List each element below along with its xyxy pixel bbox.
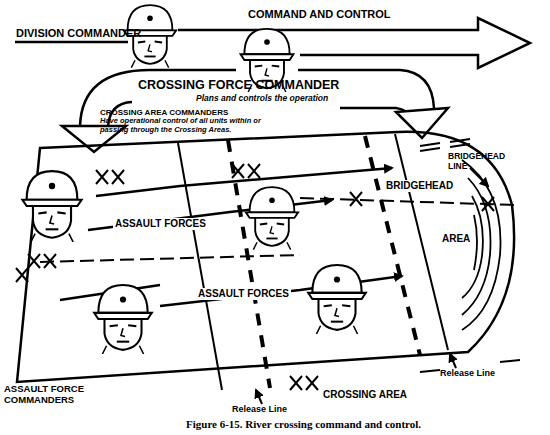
commander-figure [22, 171, 81, 242]
text-label: ASSAULT FORCE COMMANDERS [4, 384, 104, 406]
bridgehead-tracks [462, 160, 501, 330]
commander-figure [22, 5, 365, 354]
commander-figure [94, 285, 152, 354]
boundary-line [290, 376, 318, 390]
boundary-line [16, 164, 515, 390]
boundary-line [232, 164, 260, 178]
text-label: CROSSING FORCE COMMANDER [138, 78, 339, 92]
river-bank [228, 140, 270, 388]
bridgehead-tracks [474, 215, 477, 270]
figure-caption: Figure 6-15. River crossing command and … [186, 418, 421, 431]
text-label: ASSAULT FORCES [196, 288, 291, 300]
boundary-line [40, 255, 300, 262]
crossing-force-arrow [62, 70, 448, 152]
text-label: Plans and controls the operation [196, 94, 328, 104]
boundary-line [482, 197, 494, 211]
commander-figure [308, 265, 366, 334]
text-label: BRIDGEHEAD LINE [448, 152, 510, 172]
text-label: ASSAULT FORCES [113, 218, 208, 230]
bridgehead-line [420, 144, 470, 151]
release-line [178, 143, 222, 390]
division-arrow [15, 41, 128, 44]
bridgehead-tracks [462, 160, 501, 330]
boundary-line [16, 268, 28, 282]
text-label: DIVISION COMMANDER [16, 27, 141, 40]
release-line [450, 354, 456, 368]
text-label: CROSSING AREA COMMANDERS [100, 108, 228, 117]
crossing-area-outline [17, 132, 514, 382]
text-label: CROSSING AREA [323, 389, 407, 401]
commander-figure [246, 187, 298, 250]
bridgehead-line [470, 168, 488, 186]
text-label: Have operational control of all units wi… [100, 117, 278, 134]
bridgehead-line [420, 139, 520, 372]
text-label: BRIDGEHEAD [384, 180, 455, 192]
division-arrow [178, 18, 530, 68]
text-label: AREA [440, 233, 472, 245]
boundary-line [96, 170, 124, 184]
bridgehead-tracks [462, 196, 483, 298]
boundary-line [350, 192, 362, 206]
text-label: Release Line [440, 368, 495, 378]
boundary-line [28, 254, 56, 268]
assault-arrow [96, 168, 392, 196]
bridgehead-tracks [462, 178, 491, 315]
text-label: Release Line [232, 404, 287, 414]
diagram-title: COMMAND AND CONTROL [248, 8, 391, 21]
assault-arrow [160, 276, 402, 306]
release-line [256, 390, 262, 404]
crossing-area-outline [17, 132, 514, 382]
